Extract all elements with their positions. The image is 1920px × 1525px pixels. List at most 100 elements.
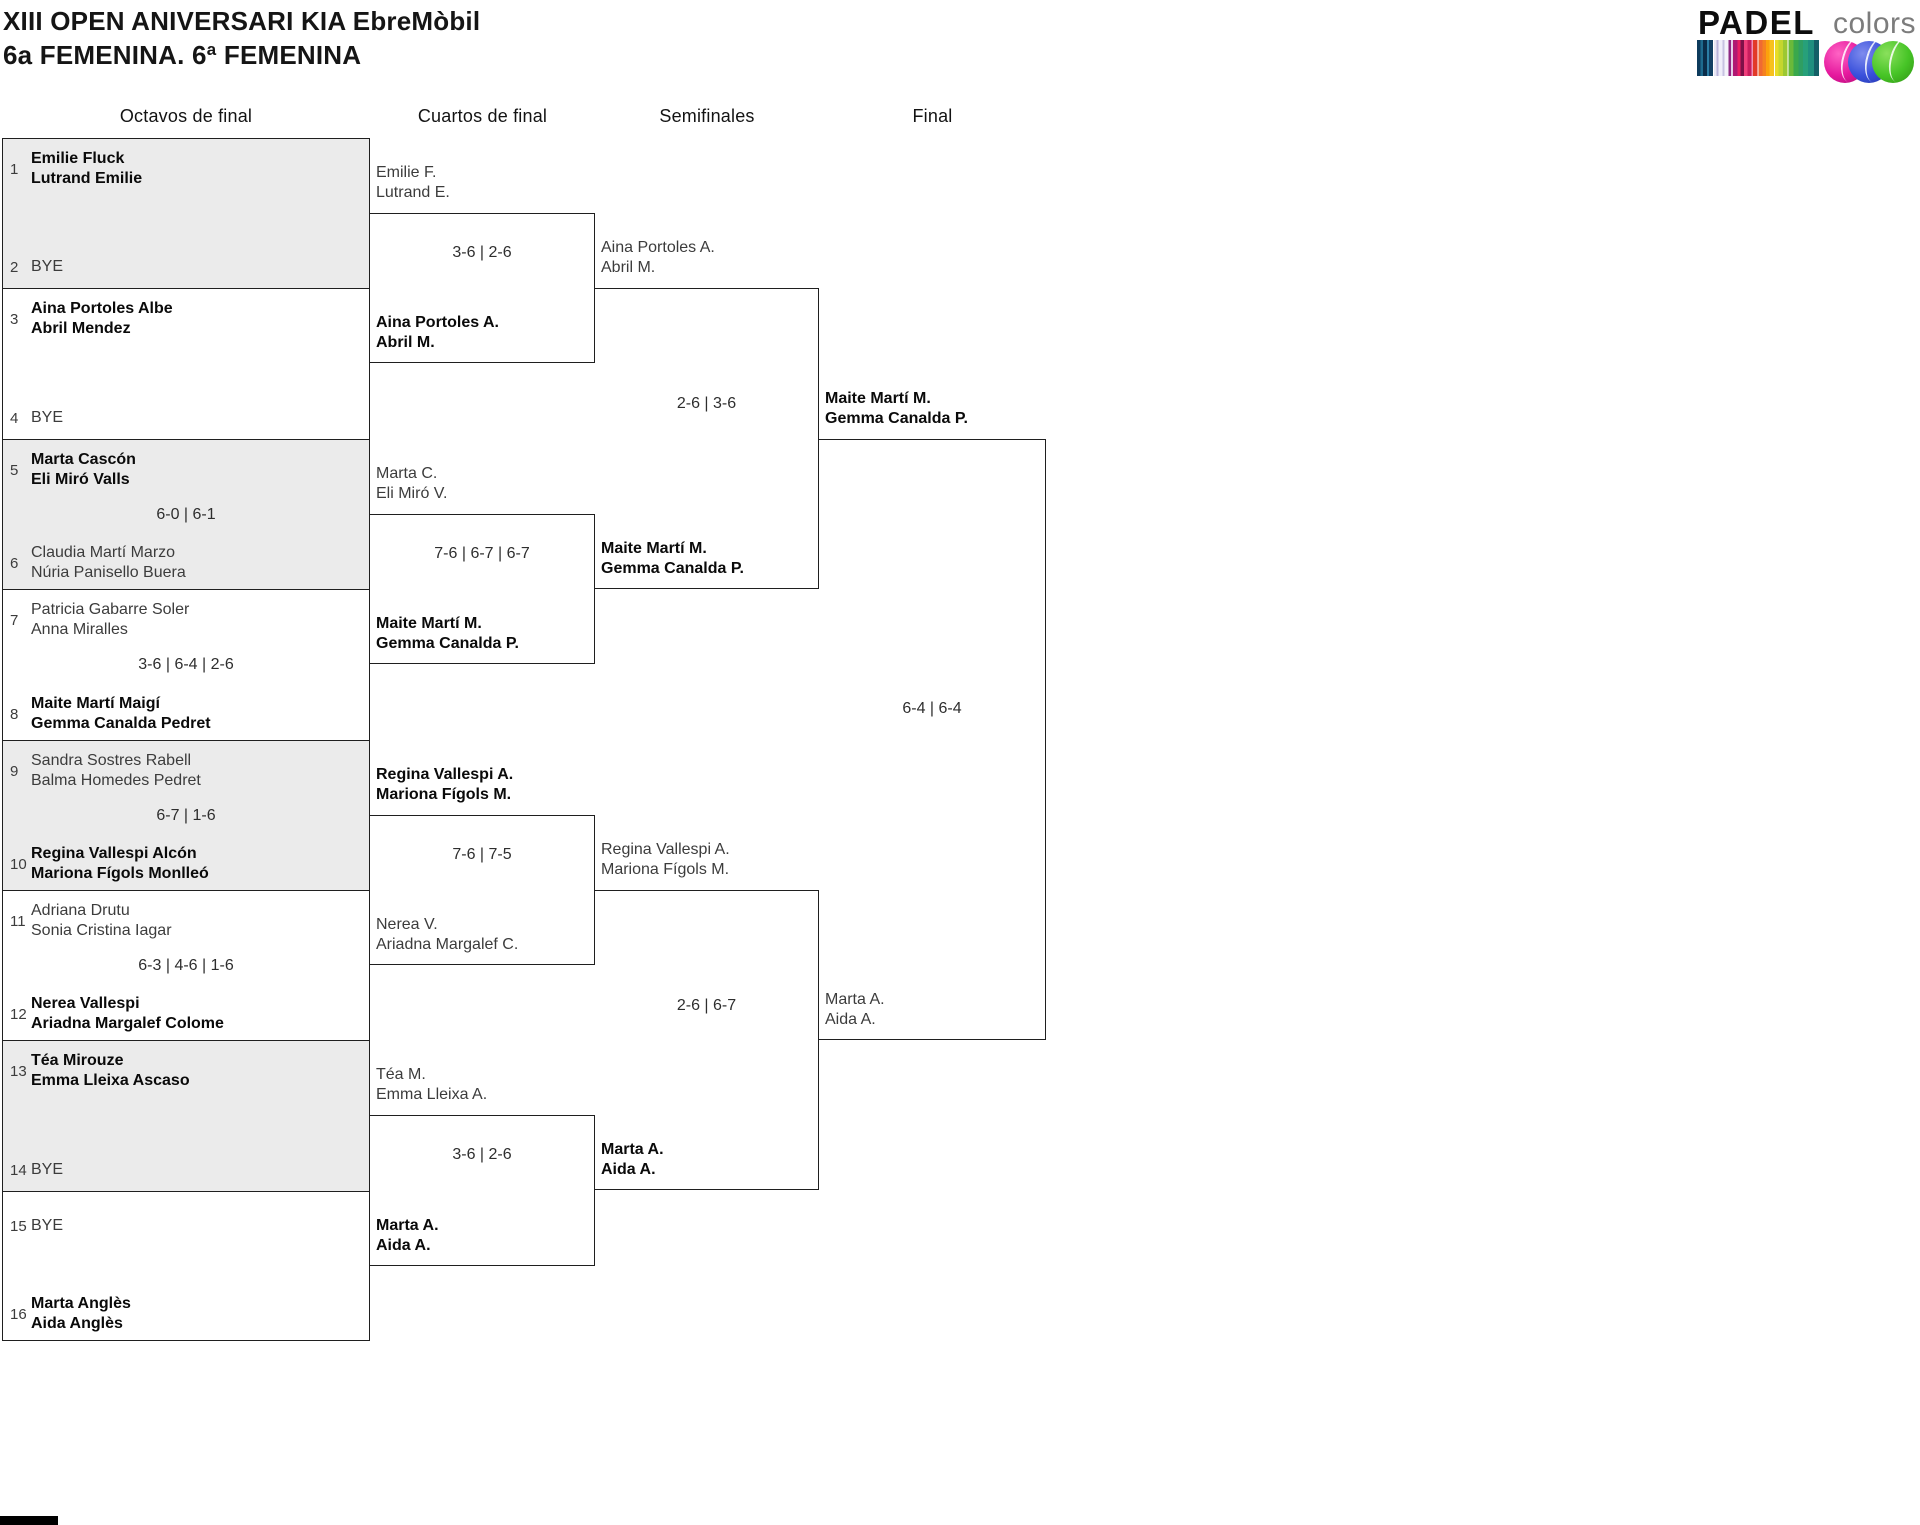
footer-bar	[0, 1516, 58, 1525]
team-name-line: Gemma Canalda P.	[376, 635, 519, 652]
team-name-line: Maite Martí Maigí	[31, 695, 160, 712]
team-name-line: Abril Mendez	[31, 320, 131, 337]
team-name-line: Anna Miralles	[31, 621, 128, 638]
match-score: 3-6 | 2-6	[452, 244, 512, 261]
seed-label: 5	[10, 461, 19, 479]
team-name-line: Adriana Drutu	[31, 902, 130, 919]
team-name-line: Nerea Vallespi	[31, 995, 140, 1012]
team-slot: 14 BYE	[10, 1160, 363, 1180]
r16-match-box-7: 13 Téa Mirouze Emma Lleixa Ascaso 14 BYE	[2, 1040, 370, 1191]
seed-label: 15	[10, 1217, 27, 1235]
team-slot: 8 Maite Martí Maigí Gemma Canalda Pedret	[10, 694, 363, 734]
seed-label: 9	[10, 762, 19, 780]
logo-barcode-stripes	[1697, 40, 1819, 76]
r16-match-box-2: 3 Aina Portoles Albe Abril Mendez 4 BYE	[2, 288, 370, 439]
team-slot: 4 BYE	[10, 408, 363, 428]
match-score: 3-6 | 6-4 | 2-6	[138, 656, 234, 673]
team-name-line: Regina Vallespi A.	[601, 841, 730, 858]
match-score: 6-7 | 1-6	[156, 806, 216, 824]
team-name-line: Aina Portoles Albe	[31, 300, 173, 317]
team-slot: 16 Marta Anglès Aida Anglès	[10, 1294, 363, 1334]
team-name-line: Marta A.	[601, 1141, 664, 1158]
team-name-line: Gemma Canalda P.	[601, 560, 744, 577]
team-name-line: Claudia Martí Marzo	[31, 544, 176, 561]
sf-team: Regina Vallespi A. Mariona Fígols M.	[601, 840, 816, 880]
team-name-line: Mariona Fígols M.	[376, 786, 512, 803]
logo-sub-text: colors	[1833, 7, 1917, 40]
qf-match-box-1: 3-6 | 2-6	[370, 213, 595, 363]
match-score: 7-6 | 6-7 | 6-7	[434, 545, 530, 562]
match-score: 3-6 | 2-6	[452, 1146, 512, 1163]
match-score: 6-0 | 6-1	[156, 505, 216, 523]
team-name-line: Núria Panisello Buera	[31, 564, 186, 581]
qf-match-box-4: 3-6 | 2-6	[370, 1115, 595, 1266]
qf-team: Aina Portoles A. Abril M.	[376, 313, 591, 353]
match-score: 6-3 | 4-6 | 1-6	[138, 956, 234, 974]
team-name-line: BYE	[31, 1161, 64, 1178]
sf-match-box-2: 2-6 | 6-7	[595, 890, 819, 1190]
team-name-line: Emilie Fluck	[31, 150, 125, 167]
qf-team: Nerea V. Ariadna Margalef C.	[376, 915, 591, 955]
team-slot: 13 Téa Mirouze Emma Lleixa Ascaso	[10, 1051, 363, 1091]
team-name-line: Ariadna Margalef C.	[376, 936, 519, 953]
team-name-line: BYE	[31, 258, 64, 275]
team-slot: 12 Nerea Vallespi Ariadna Margalef Colom…	[10, 994, 363, 1034]
final-team: Maite Martí M. Gemma Canalda P.	[825, 389, 1040, 429]
seed-label: 12	[10, 1005, 27, 1023]
team-name-line: Emilie F.	[376, 164, 437, 181]
qf-team: Marta C. Eli Miró V.	[376, 464, 591, 504]
team-name-line: Balma Homedes Pedret	[31, 772, 201, 789]
final-team: Marta A. Aida A.	[825, 990, 1040, 1030]
column-header-octavos: Octavos de final	[119, 106, 253, 126]
sf-team: Maite Martí M. Gemma Canalda P.	[601, 539, 816, 579]
team-name-line: Abril M.	[601, 259, 656, 276]
team-name-line: Gemma Canalda Pedret	[31, 715, 211, 732]
qf-team: Regina Vallespi A. Mariona Fígols M.	[376, 765, 591, 805]
team-name-line: Marta C.	[376, 465, 438, 482]
qf-team: Maite Martí M. Gemma Canalda P.	[376, 614, 591, 654]
team-name-line: Abril M.	[376, 334, 435, 351]
team-name-line: Aina Portoles A.	[376, 314, 499, 331]
team-name-line: Aida A.	[825, 1011, 876, 1028]
match-score: 2-6 | 6-7	[676, 997, 737, 1014]
match-score: 6-4 | 6-4	[902, 700, 962, 717]
team-name-line: Téa Mirouze	[31, 1052, 124, 1069]
team-name-line: Marta A.	[376, 1217, 439, 1234]
team-slot: 5 Marta Cascón Eli Miró Valls	[10, 450, 363, 490]
qf-match-box-3: 7-6 | 7-5	[370, 815, 595, 965]
team-slot: 15 BYE	[10, 1216, 363, 1236]
sf-match-box-1: 2-6 | 3-6	[595, 288, 819, 589]
team-name-line: Aida Anglès	[31, 1315, 123, 1332]
page-subtitle: 6a FEMENINA. 6ª FEMENINA	[3, 40, 362, 70]
r16-match-box-8: 15 BYE 16 Marta Anglès Aida Anglès	[2, 1191, 370, 1341]
team-name-line: BYE	[31, 1217, 64, 1234]
r16-match-box-6: 11 Adriana Drutu Sonia Cristina Iagar 6-…	[2, 890, 370, 1040]
team-slot: 11 Adriana Drutu Sonia Cristina Iagar	[10, 901, 363, 941]
team-name-line: Gemma Canalda P.	[825, 410, 968, 427]
seed-label: 11	[10, 912, 26, 930]
team-name-line: Emma Lleixa Ascaso	[31, 1072, 190, 1089]
team-name-line: Sandra Sostres Rabell	[31, 752, 192, 769]
qf-team: Marta A. Aida A.	[376, 1216, 591, 1256]
sf-team: Marta A. Aida A.	[601, 1140, 816, 1180]
seed-label: 4	[10, 409, 19, 427]
team-name-line: Mariona Fígols M.	[601, 861, 730, 878]
match-score: 2-6 | 3-6	[676, 395, 737, 412]
team-name-line: Lutrand E.	[376, 184, 450, 201]
match-score: 7-6 | 7-5	[452, 846, 512, 863]
team-name-line: Marta Cascón	[31, 451, 136, 468]
team-slot: 6 Claudia Martí Marzo Núria Panisello Bu…	[10, 543, 363, 583]
seed-label: 8	[10, 705, 19, 723]
page-title: XIII OPEN ANIVERSARI KIA EbreMòbil	[3, 6, 481, 36]
team-slot: 3 Aina Portoles Albe Abril Mendez	[10, 299, 363, 339]
seed-label: 1	[10, 160, 19, 178]
seed-label: 6	[10, 554, 19, 572]
team-slot: 9 Sandra Sostres Rabell Balma Homedes Pe…	[10, 751, 363, 791]
team-name-line: Eli Miró Valls	[31, 471, 130, 488]
r16-match-box-4: 7 Patricia Gabarre Soler Anna Miralles 3…	[2, 589, 370, 740]
r16-match-box-5: 9 Sandra Sostres Rabell Balma Homedes Pe…	[2, 740, 370, 890]
final-match-box: 6-4 | 6-4	[819, 439, 1046, 1040]
r16-match-box-3: 5 Marta Cascón Eli Miró Valls 6-0 | 6-1 …	[2, 439, 370, 589]
team-name-line: Ariadna Margalef Colome	[31, 1015, 224, 1032]
team-name-line: Téa M.	[376, 1066, 426, 1083]
